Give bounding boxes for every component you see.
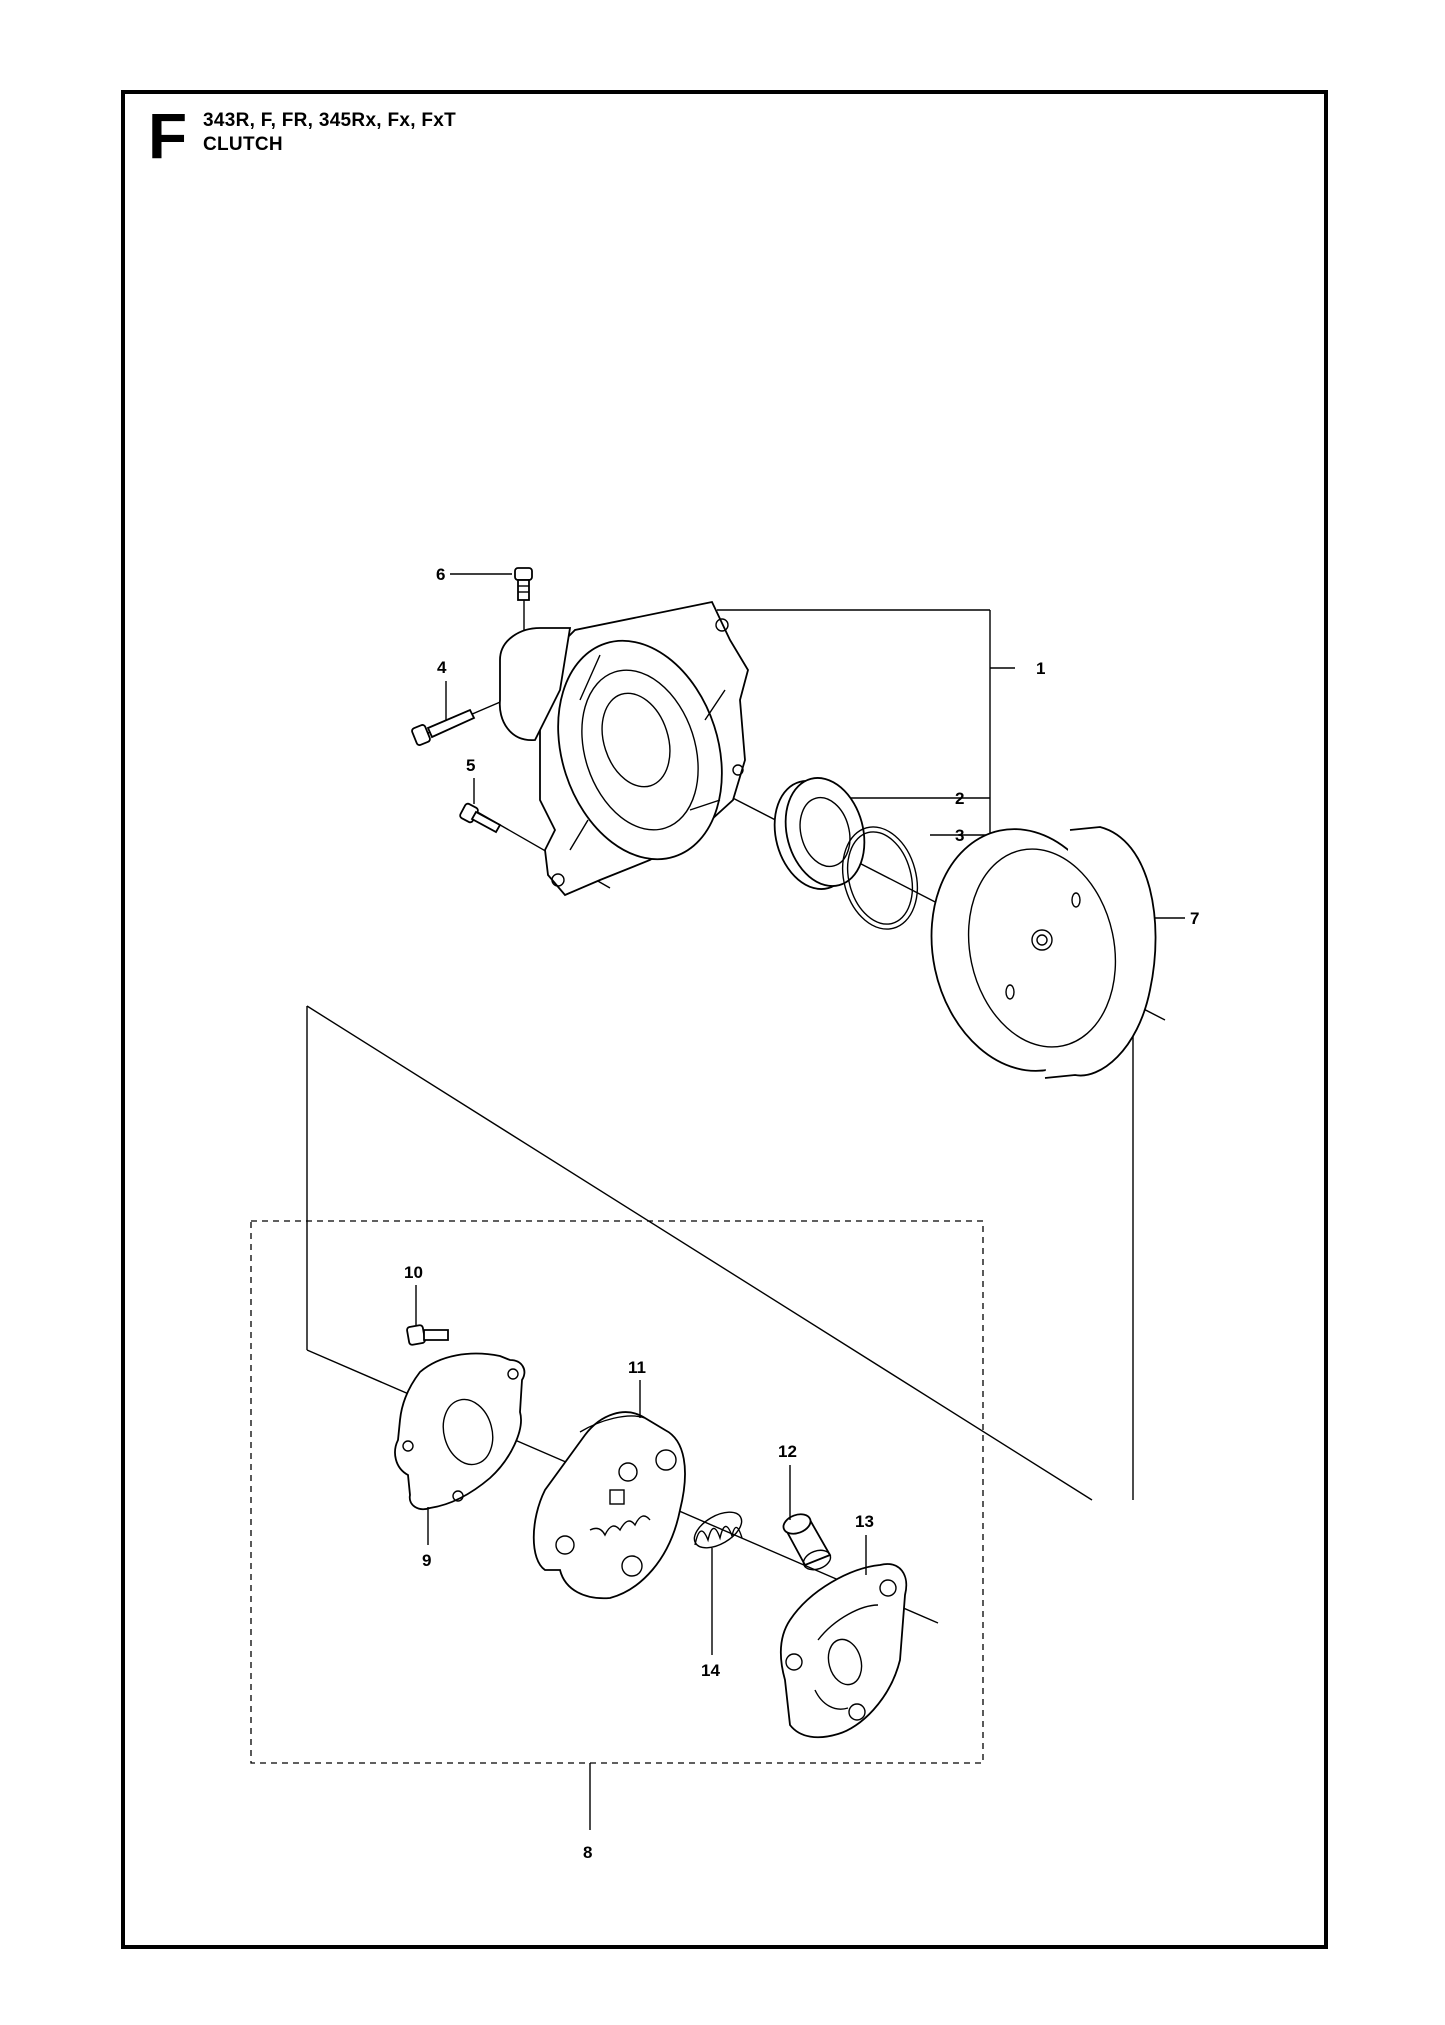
bearing-icon: [773, 777, 866, 890]
callout-5: 5: [466, 756, 475, 775]
bracket-1-2-3: [717, 609, 1015, 836]
callout-7: 7: [1190, 909, 1199, 928]
screw-icon: [459, 802, 502, 834]
callout-10: 10: [404, 1263, 423, 1282]
clutch-drum-icon: [930, 826, 1157, 1079]
callout-3: 3: [955, 826, 964, 845]
model-list: 343R, F, FR, 345Rx, Fx, FxT: [203, 110, 457, 131]
section-letter: F: [148, 100, 188, 172]
callout-12: 12: [778, 1442, 797, 1461]
clutch-housing-icon: [498, 600, 749, 897]
callout-13: 13: [855, 1512, 874, 1531]
bushing-icon: [782, 1513, 832, 1571]
callout-2: 2: [955, 789, 964, 808]
clutch-plate-icon: [780, 1563, 908, 1739]
spring-icon: [693, 1511, 743, 1549]
callout-labels: 1 2 3 4 5 6 7 8 9 10 11 12 13 14: [404, 565, 1199, 1862]
callout-14: 14: [701, 1661, 720, 1680]
clutch-shoes-icon: [532, 1411, 686, 1600]
screw-icon: [514, 567, 533, 601]
clutch-plate-icon: [394, 1352, 526, 1510]
callout-11: 11: [628, 1358, 646, 1377]
screw-icon: [406, 1324, 449, 1346]
screw-icon: [411, 708, 476, 746]
page-frame: [121, 90, 1328, 1949]
callout-4: 4: [437, 658, 447, 677]
circlip-icon: [842, 826, 918, 930]
section-title: CLUTCH: [203, 134, 283, 155]
callout-8: 8: [583, 1843, 592, 1862]
callout-1: 1: [1036, 659, 1045, 678]
callout-6: 6: [436, 565, 445, 584]
kit-boundary: [250, 1220, 984, 1764]
callout-9: 9: [422, 1551, 431, 1570]
